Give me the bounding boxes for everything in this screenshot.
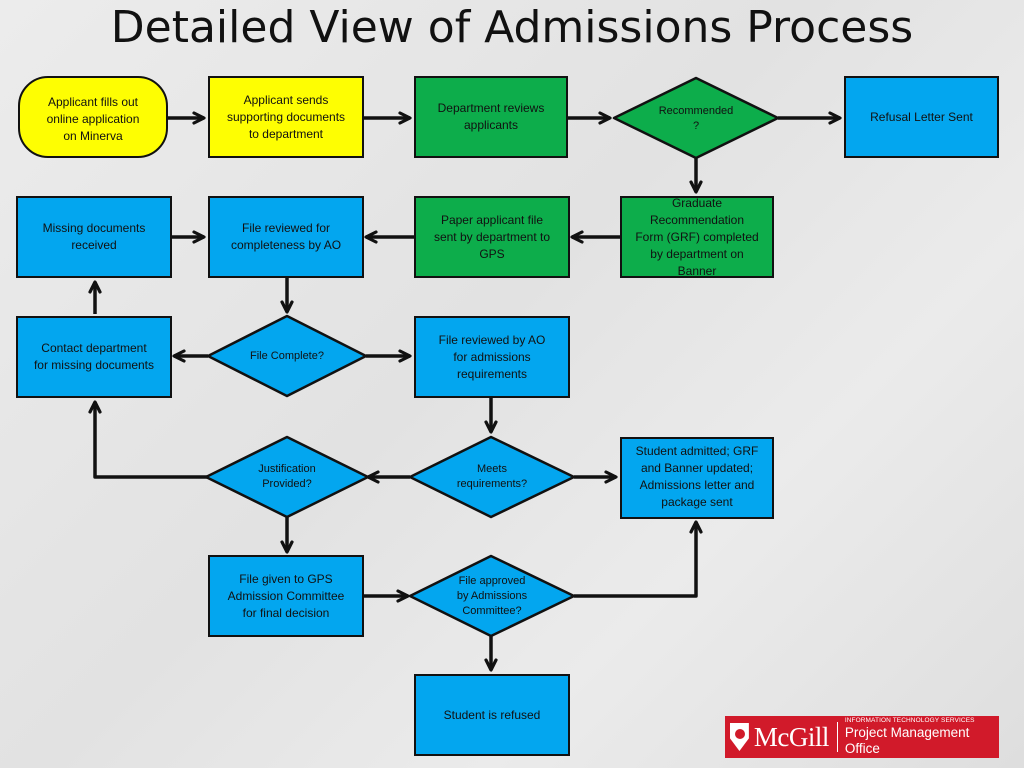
node-label: Contact department for missing documents [33, 341, 155, 372]
step-student-refused: Student is refused [414, 674, 570, 756]
step-file-reviewed-requirements: File reviewed by AO for admissions requi… [414, 316, 570, 398]
decision-meets-requirements: Meets requirements? [410, 437, 574, 517]
node-label: Meets requirements? [456, 463, 528, 490]
decision-file-approved: File approved by Admissions Committee? [410, 556, 574, 636]
node-label: Missing documents received [42, 221, 146, 252]
logo-line-2: Project Management Office [844, 725, 970, 756]
step-grf-completed: Graduate Recommendation Form (GRF) compl… [620, 196, 774, 278]
step-file-given-to-gps-committee: File given to GPS Admission Committee fo… [208, 555, 364, 637]
decision-file-approved-shape [408, 554, 576, 638]
node-label: Paper applicant file sent by department … [433, 213, 551, 261]
step-paper-file-sent-to-gps: Paper applicant file sent by department … [414, 196, 570, 278]
logo-text: INFORMATION TECHNOLOGY SERVICES Project … [845, 717, 999, 757]
node-label: Department reviews applicants [437, 101, 545, 132]
node-label: File Complete? [250, 349, 324, 362]
step-applicant-sends-documents: Applicant sends supporting documents to … [208, 76, 364, 158]
slide-title: Detailed View of Admissions Process [110, 2, 914, 53]
node-label: File given to GPS Admission Committee fo… [227, 572, 345, 620]
decision-meets-requirements-shape [408, 435, 576, 519]
decision-justification-provided: Justification Provided? [206, 437, 368, 517]
step-refusal-letter-sent: Refusal Letter Sent [844, 76, 999, 158]
step-contact-department: Contact department for missing documents [16, 316, 172, 398]
decision-file-complete-shape [206, 314, 368, 398]
node-label: Student is refused [443, 707, 541, 722]
node-label: File reviewed for completeness by AO [230, 221, 342, 252]
node-label: Applicant sends supporting documents to … [226, 93, 346, 141]
mcgill-crest-icon [730, 723, 749, 751]
node-label: File reviewed by AO for admissions requi… [438, 333, 546, 381]
node-label: Student admitted; GRF and Banner updated… [635, 444, 759, 509]
decision-file-complete: File Complete? [208, 316, 366, 396]
step-student-admitted: Student admitted; GRF and Banner updated… [620, 437, 774, 519]
step-file-reviewed-completeness: File reviewed for completeness by AO [208, 196, 364, 278]
decision-recommended-shape [612, 76, 780, 160]
node-label: Graduate Recommendation Form (GRF) compl… [635, 195, 759, 278]
node-label: Justification Provided? [258, 463, 316, 490]
decision-justification-shape [204, 435, 370, 519]
node-label: Recommended ? [658, 105, 734, 132]
step-department-reviews: Department reviews applicants [414, 76, 568, 158]
logo-divider [836, 722, 838, 752]
node-label: File approved by Admissions Committee? [456, 574, 528, 617]
arrow-approved-to-admitted [574, 520, 703, 598]
mcgill-logo: McGill INFORMATION TECHNOLOGY SERVICES P… [725, 716, 999, 758]
logo-line-1: INFORMATION TECHNOLOGY SERVICES [844, 717, 975, 724]
step-missing-documents-received: Missing documents received [16, 196, 172, 278]
logo-wordmark: McGill [753, 721, 830, 752]
start-applicant-fills-out: Applicant fills out online application o… [18, 76, 168, 158]
arrow-justification-to-contact [88, 400, 208, 479]
node-label: Refusal Letter Sent [870, 110, 973, 124]
node-label: Applicant fills out online application o… [46, 95, 140, 143]
decision-recommended: Recommended ? [614, 78, 778, 158]
